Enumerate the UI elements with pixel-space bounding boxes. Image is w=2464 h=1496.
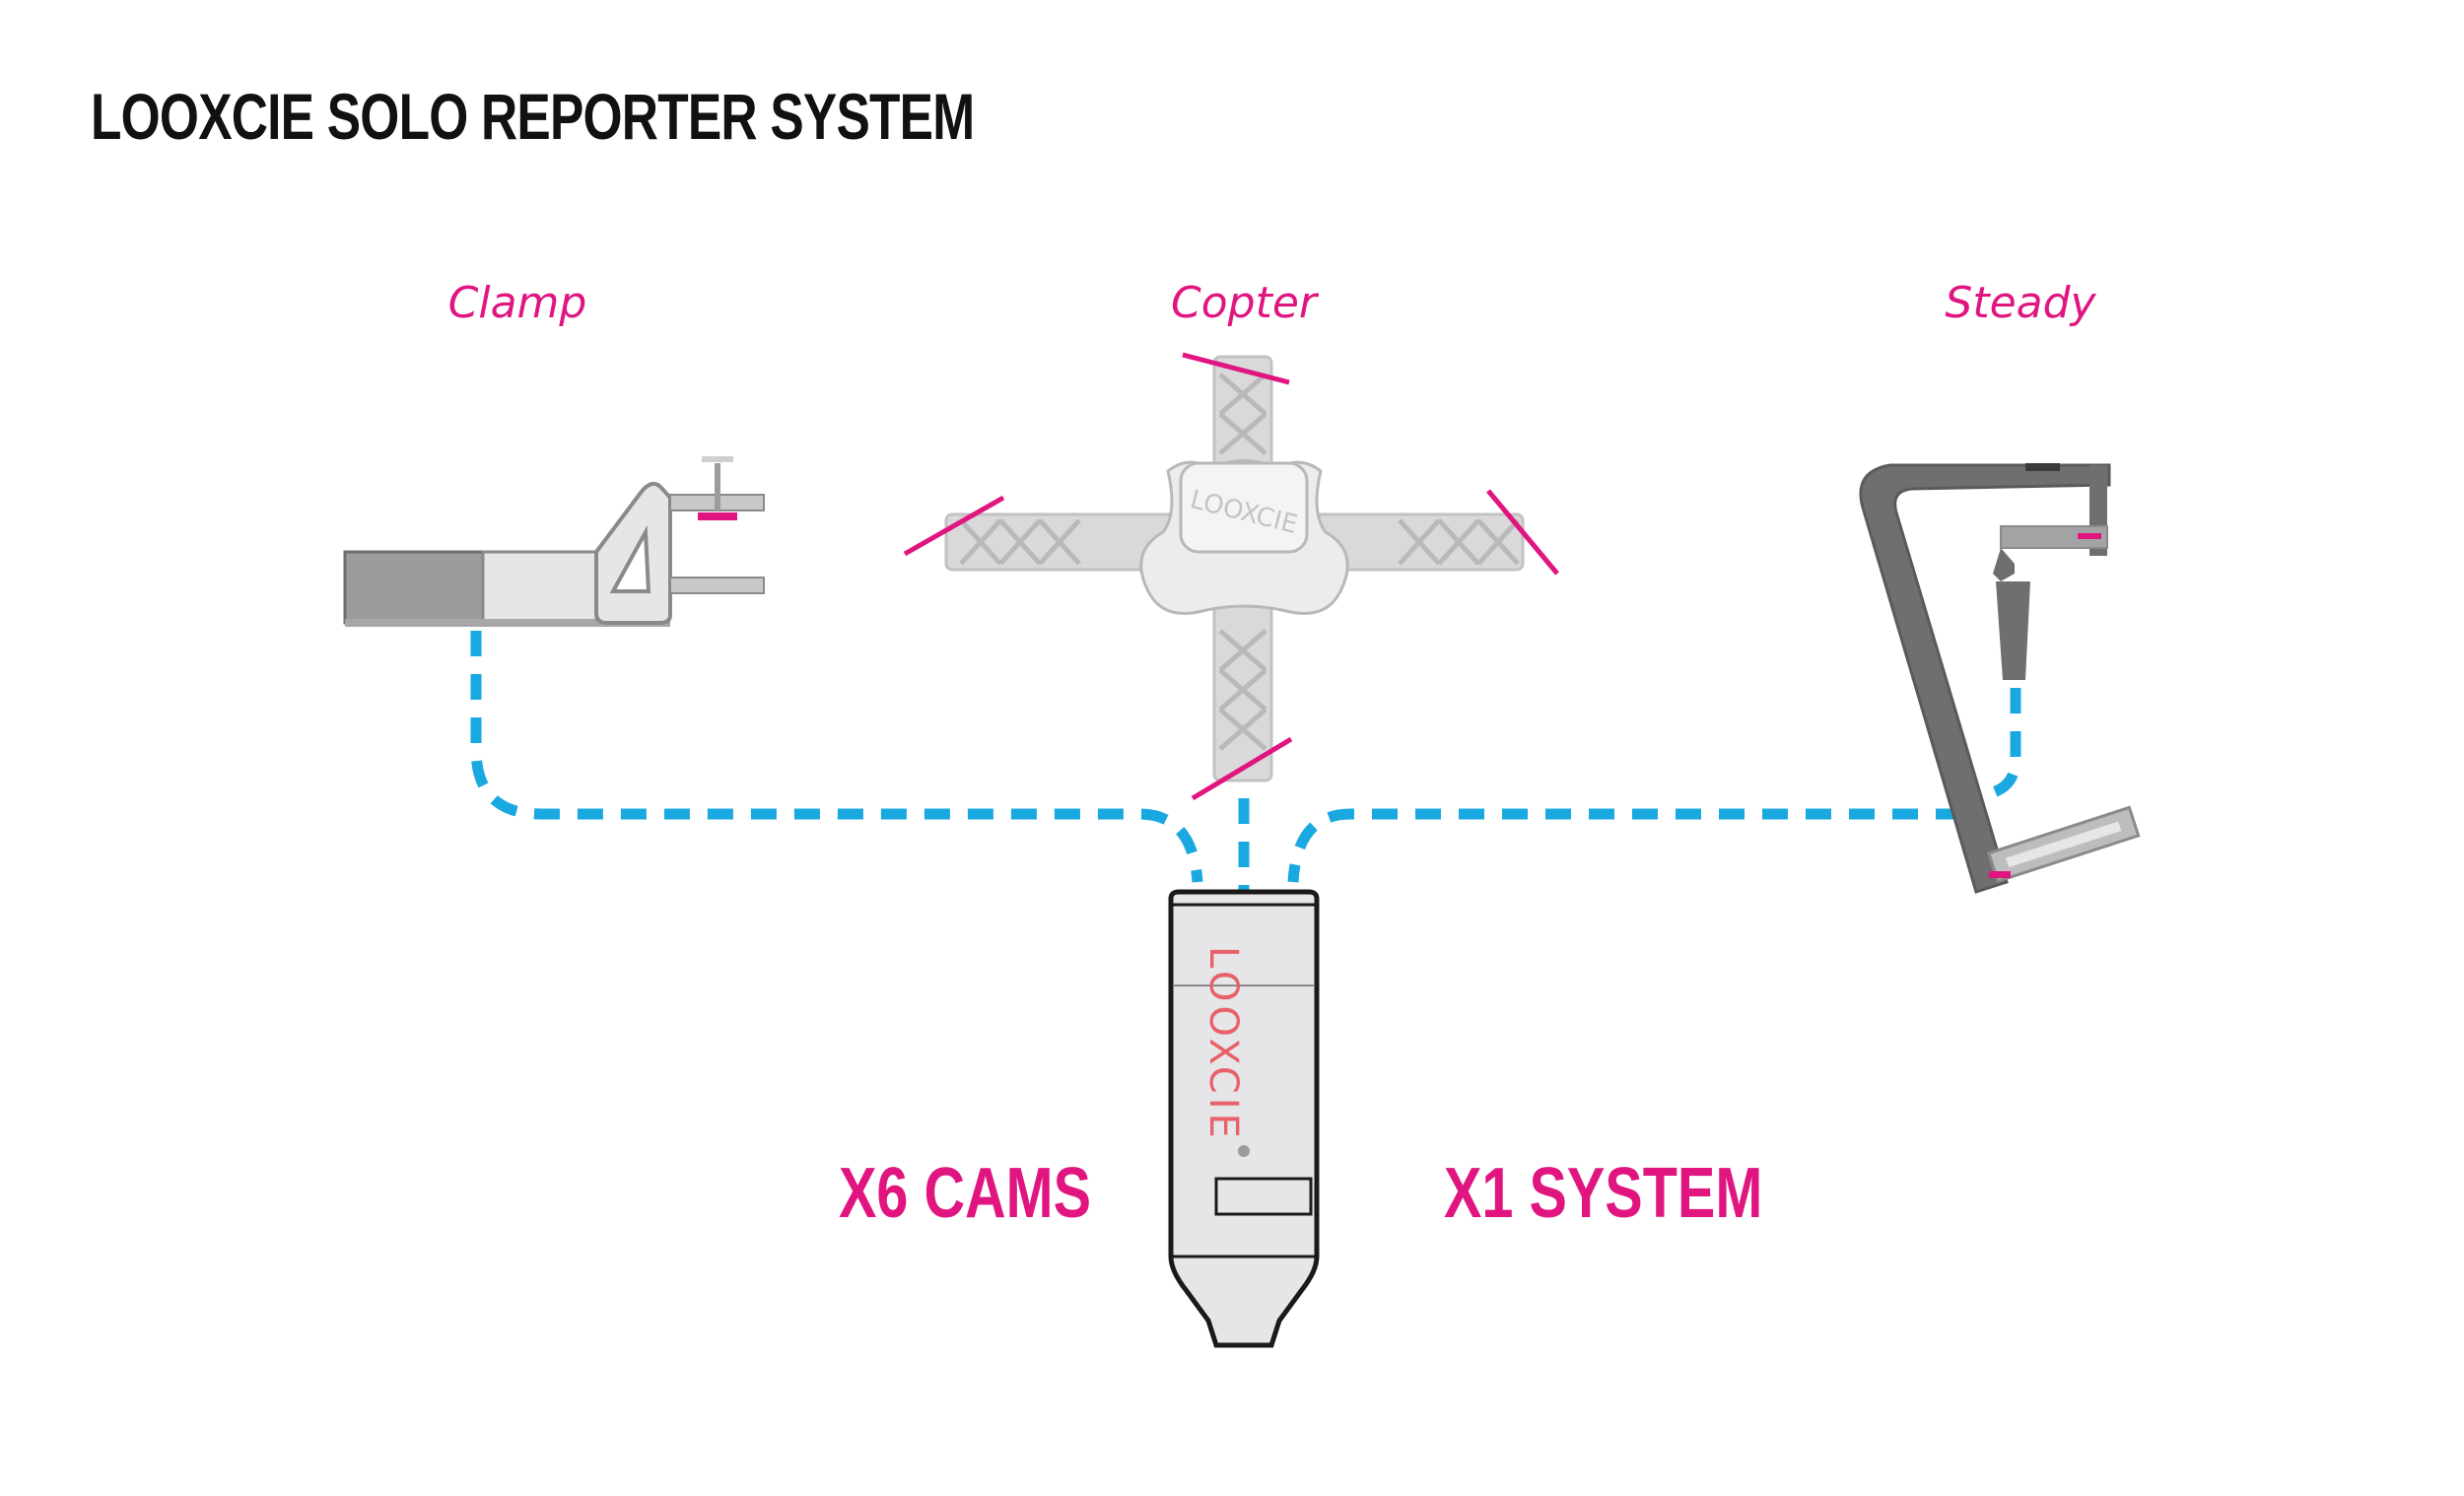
- clamp-label: Clamp: [447, 278, 587, 328]
- camera-button[interactable]: [1214, 1177, 1313, 1216]
- steady-accent-mark-bottom: [1989, 871, 2011, 878]
- clamp-connector-line: [470, 631, 1203, 883]
- camera-indicator-light: [1238, 1145, 1250, 1157]
- steady-accent-mark-top: [2078, 533, 2101, 539]
- rotor-mark-left: [903, 495, 1005, 557]
- copter-rotor-marks: [903, 352, 1559, 801]
- rotor-mark-bottom: [1191, 736, 1293, 801]
- copter-label: Copter: [1171, 278, 1317, 328]
- clamp-accent-mark: [698, 512, 737, 520]
- system-count-label: X1 SYSTEM: [1444, 1154, 1763, 1233]
- clamp-illustration: [343, 456, 765, 627]
- camera-brand-text: LOOXCIE: [1200, 946, 1246, 1142]
- steady-connector-line: [1287, 688, 2021, 883]
- copter-illustration: LOOXCIE: [903, 352, 1559, 801]
- steady-illustration: [1859, 463, 2141, 894]
- page-title: LOOXCIE SOLO REPORTER SYSTEM: [91, 80, 975, 153]
- cams-count-label: X6 CAMS: [839, 1154, 1092, 1233]
- camera-illustration: LOOXCIE: [1168, 889, 1320, 1348]
- steady-label: Steady: [1945, 278, 2096, 328]
- rotor-mark-top: [1182, 352, 1290, 385]
- rotor-mark-right: [1486, 489, 1559, 576]
